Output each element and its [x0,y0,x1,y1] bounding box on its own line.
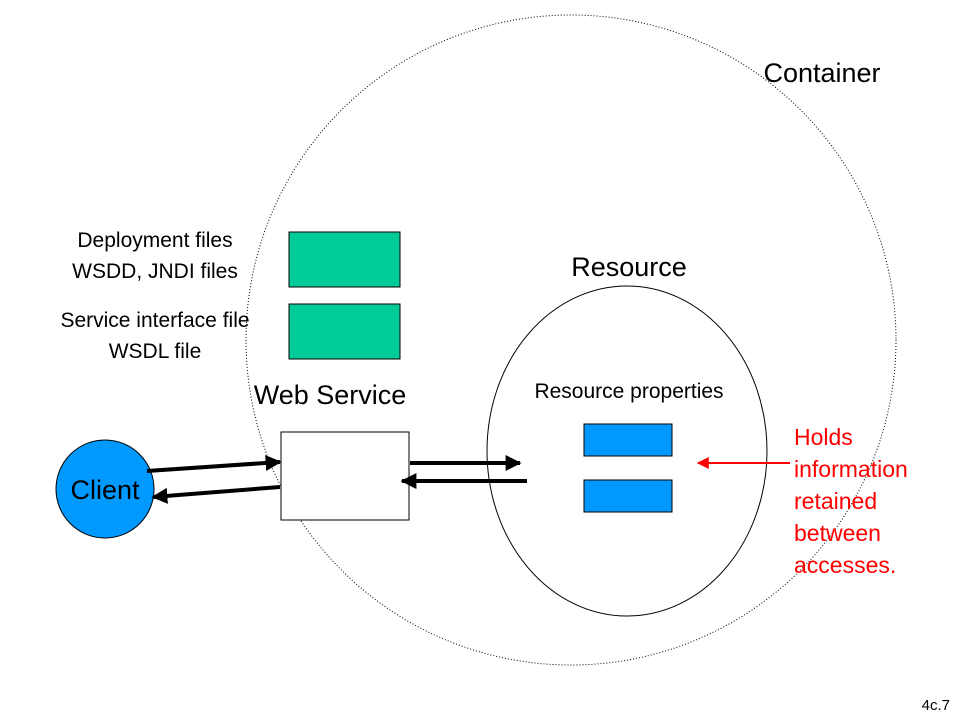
client-label: Client [70,475,140,505]
resource-ellipse [486,285,768,617]
service-interface-line-2: WSDL file [109,340,202,363]
note-line-5: accesses. [794,552,896,578]
arrow-icon-client-to-service [146,454,282,473]
note-text: Holds information retained between acces… [794,424,908,578]
deployment-files-box [288,231,401,288]
resource-property-box-2 [583,479,673,513]
arrow-icon-service-to-client [151,485,281,504]
resource-properties-label: Resource properties [534,380,723,403]
note-line-1: Holds [794,424,853,450]
service-interface-line-1: Service interface file [60,309,249,332]
deployment-files-line-2: WSDD, JNDI files [72,260,238,283]
web-service-label: Web Service [254,380,407,410]
container-label: Container [763,58,880,88]
note-line-3: retained [794,488,877,514]
service-interface-box [288,303,401,360]
note-line-4: between [794,520,881,546]
slide-number: 4c.7 [922,697,950,714]
note-line-2: information [794,456,908,482]
container-circle [245,14,897,666]
resource-property-box-1 [583,423,673,457]
deployment-files-line-1: Deployment files [77,229,232,252]
resource-label: Resource [571,252,687,282]
web-service-box [280,431,410,521]
